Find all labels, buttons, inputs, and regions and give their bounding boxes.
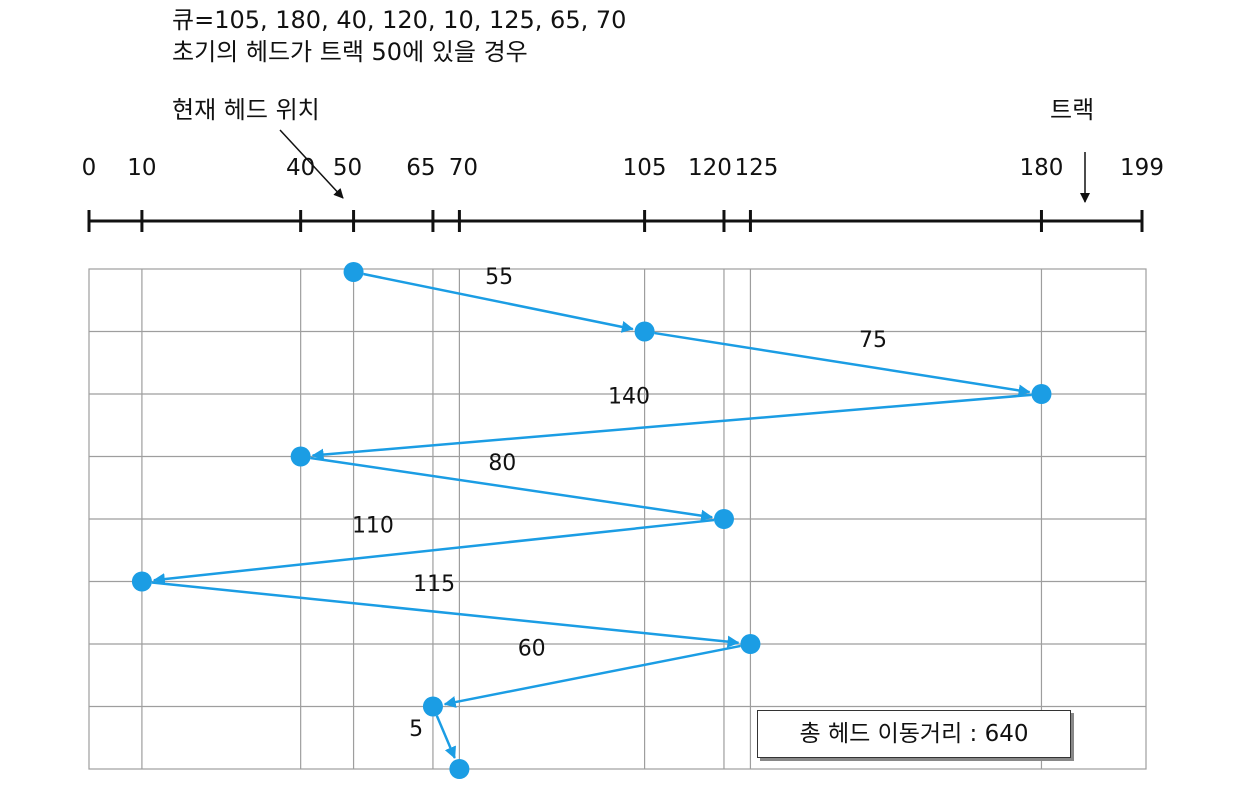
tick-label: 0	[82, 155, 97, 181]
tick-label: 125	[734, 155, 778, 181]
seek-segment	[310, 456, 714, 522]
head-position-point	[634, 321, 655, 342]
head-position-point	[422, 696, 443, 717]
current-head-label: 현재 헤드 위치	[172, 96, 320, 124]
grid	[88, 268, 1147, 770]
seek-segment	[443, 644, 741, 708]
tick-label: 10	[127, 155, 156, 181]
seek-distance-label: 80	[488, 451, 516, 476]
tick-label: 199	[1120, 155, 1164, 181]
head-position-point	[713, 509, 734, 529]
seek-distance-label: 75	[859, 328, 887, 353]
seek-segment	[435, 715, 456, 759]
seek-distance-label: 140	[608, 384, 650, 409]
seek-segment	[151, 581, 740, 648]
seek-segment	[654, 331, 1031, 397]
head-position-point	[343, 262, 364, 282]
head-position-point	[740, 634, 761, 654]
tick-label: 70	[449, 155, 478, 181]
initial-head-text: 초기의 헤드가 트랙 50에 있을 경우	[172, 38, 528, 66]
seek-segment	[152, 518, 715, 586]
head-position-point	[449, 759, 470, 779]
tick-label: 120	[688, 155, 732, 181]
total-head-movement: 총 헤드 이동거리 : 640	[757, 710, 1071, 758]
tick-label: 105	[623, 155, 667, 181]
seek-segment	[311, 393, 1032, 461]
head-position-point	[290, 446, 311, 467]
current-head-pointer	[279, 129, 344, 199]
head-position-point	[1031, 384, 1052, 404]
tick-label: 65	[406, 155, 435, 181]
tick-label: 40	[286, 155, 315, 181]
queue-text: 큐=105, 180, 40, 120, 10, 125, 65, 70	[172, 6, 627, 34]
tick-label: 50	[333, 155, 362, 181]
head-position-point	[131, 571, 152, 592]
seek-segment	[363, 272, 634, 333]
seek-distance-label: 110	[352, 513, 394, 538]
seek-distance-label: 60	[518, 636, 546, 661]
seek-distance-label: 5	[409, 717, 423, 742]
track-label: 트랙	[1050, 96, 1095, 124]
seek-distance-label: 115	[413, 572, 455, 597]
seek-distance-labels: 55 75 140 80 110 115 60 5	[352, 265, 887, 742]
tick-label: 180	[1020, 155, 1064, 181]
seek-distance-label: 55	[485, 265, 513, 290]
seek-path	[131, 262, 1052, 779]
